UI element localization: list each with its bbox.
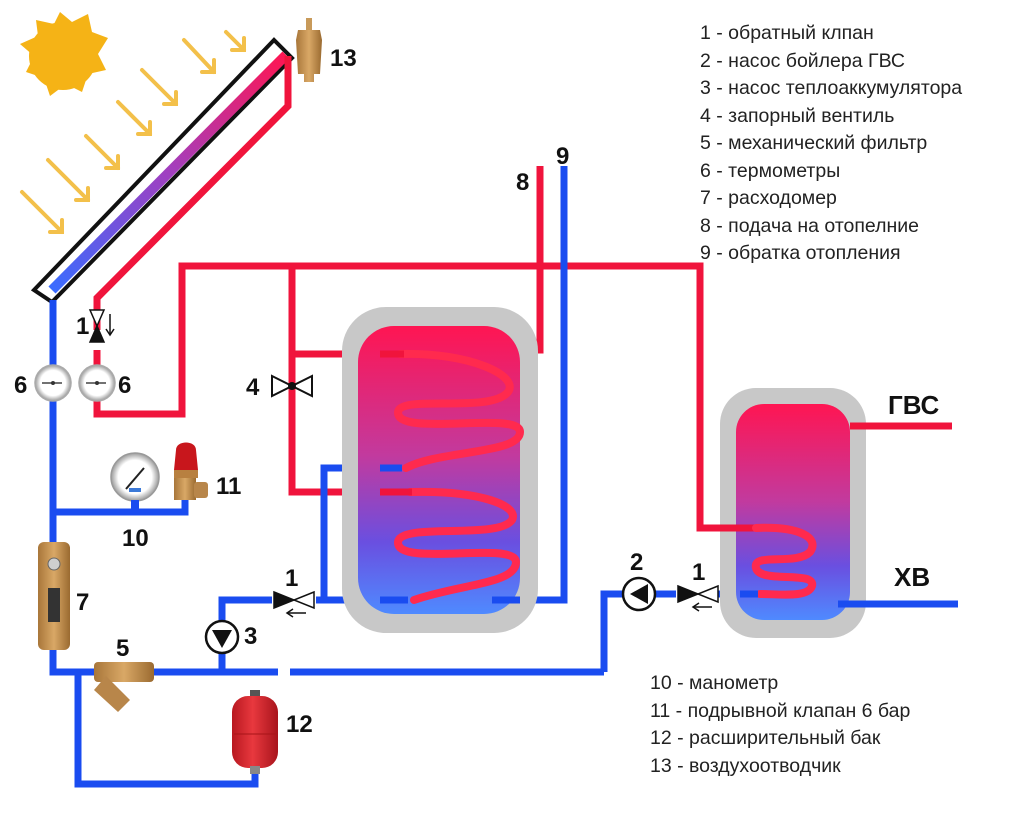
arrow-down-right-icon xyxy=(224,30,246,52)
air-vent-icon xyxy=(296,18,322,82)
expansion-tank-icon xyxy=(232,690,278,774)
thermometer-gauge-icon xyxy=(78,364,116,402)
pressure-gauge-icon xyxy=(110,452,160,510)
y-strainer-icon xyxy=(94,662,154,712)
label-3: 3 xyxy=(244,623,257,650)
legend-item: 1 - обратный клпан xyxy=(700,22,874,44)
sun-icon xyxy=(20,12,108,96)
label-cold-water: ХВ xyxy=(894,562,930,592)
sun-rays xyxy=(20,30,246,234)
legend-item: 9 - обратка отопления xyxy=(700,242,901,264)
legend-item: 7 - расходомер xyxy=(700,187,837,209)
arrow-down-right-icon xyxy=(20,190,64,234)
label-4: 4 xyxy=(246,374,260,401)
check-valve-icon xyxy=(273,590,315,618)
label-11: 11 xyxy=(216,473,241,500)
label-7: 7 xyxy=(76,589,89,616)
legend-item: 8 - подача на отопелние xyxy=(700,214,920,237)
label-1-collector: 1 xyxy=(76,313,89,340)
legend-item: 4 - запорный вентиль xyxy=(700,104,895,127)
safety-valve-icon xyxy=(174,442,208,500)
label-12: 12 xyxy=(286,711,313,738)
label-hot-water: ГВС xyxy=(888,390,940,420)
check-valve-icon xyxy=(88,309,115,343)
arrow-down-right-icon xyxy=(116,100,152,136)
flowmeter-icon xyxy=(38,542,70,650)
legend-top: 1 - обратный клпан 2 - насос бойлера ГВС… xyxy=(700,20,962,268)
circulation-pump-icon xyxy=(621,576,657,612)
label-6-left: 6 xyxy=(14,372,27,399)
arrow-down-right-icon xyxy=(182,38,216,74)
label-5: 5 xyxy=(116,635,129,662)
solar-collector xyxy=(30,37,295,305)
legend-bottom: 10 - манометр 11 - подрывной клапан 6 ба… xyxy=(650,670,910,780)
gate-valve-icon xyxy=(271,374,313,398)
legend-item: 3 - насос теплоаккумулятора xyxy=(700,77,963,99)
legend-item: 11 - подрывной клапан 6 бар xyxy=(650,699,911,722)
arrow-down-right-icon xyxy=(140,68,178,106)
legend-item: 13 - воздухоотводчик xyxy=(650,754,841,777)
legend-item: 6 - термометры xyxy=(700,159,841,182)
label-6-right: 6 xyxy=(118,372,131,399)
label-1-boiler: 1 xyxy=(692,559,705,586)
label-9: 9 xyxy=(556,143,569,170)
legend-item: 10 - манометр xyxy=(650,672,779,694)
label-1-accumulator: 1 xyxy=(285,565,298,592)
legend-item: 12 - расширительный бак xyxy=(650,727,881,749)
heat-accumulator-tank xyxy=(342,307,538,633)
label-2: 2 xyxy=(630,549,643,576)
legend-item: 2 - насос бойлера ГВС xyxy=(700,49,906,72)
legend-item: 5 - механический фильтр xyxy=(700,132,928,154)
label-13: 13 xyxy=(330,45,357,72)
circulation-pump-icon xyxy=(204,619,240,655)
label-10: 10 xyxy=(122,525,149,552)
dhw-boiler-tank xyxy=(720,388,866,638)
thermometer-gauge-icon xyxy=(34,364,72,402)
arrow-down-right-icon xyxy=(46,158,90,202)
label-8: 8 xyxy=(516,169,529,196)
arrow-down-right-icon xyxy=(84,134,120,170)
check-valve-icon xyxy=(677,584,719,612)
